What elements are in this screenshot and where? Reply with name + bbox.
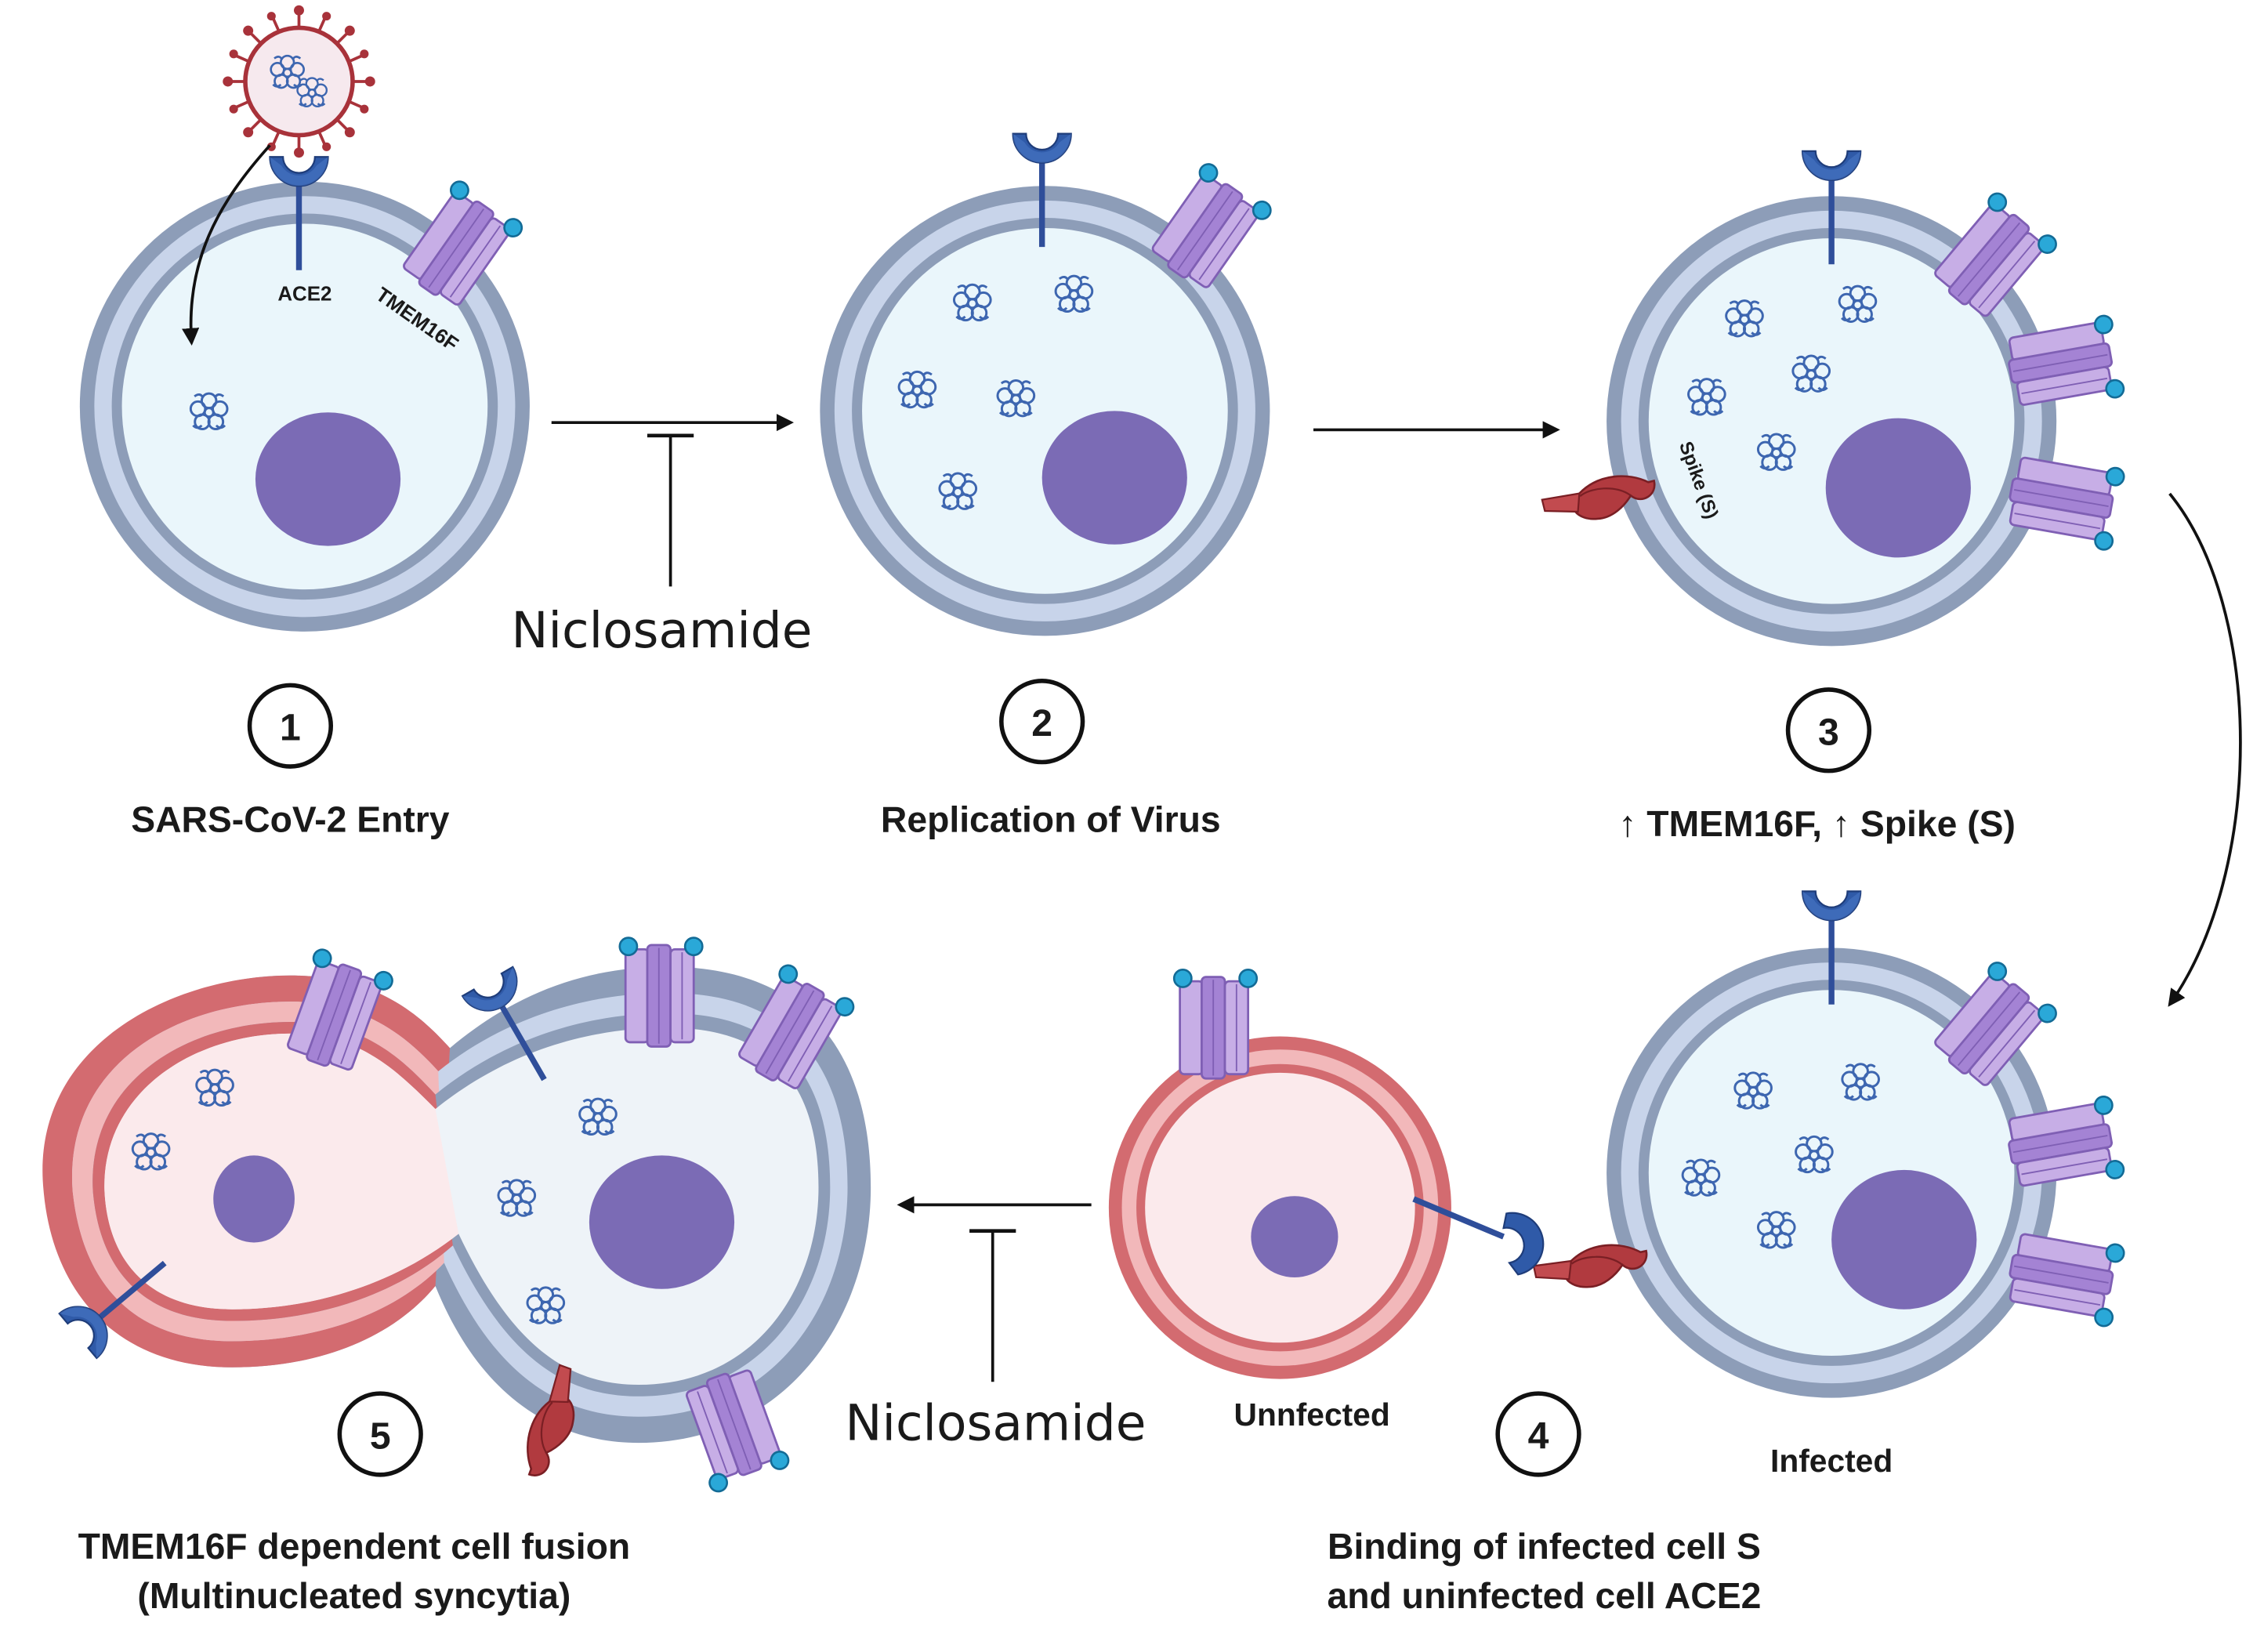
syncytium — [42, 966, 871, 1444]
step2-cell — [820, 186, 1270, 636]
step-3-marker: 3 — [1785, 687, 1872, 773]
nucleus — [213, 1155, 295, 1243]
niclosamide-bottom-label: Niclosamide — [845, 1394, 1146, 1451]
arrow-3-to-4 — [2168, 492, 2242, 1007]
nucleus — [1041, 411, 1187, 545]
svg-text:2: 2 — [1031, 702, 1052, 744]
step-5-caption-line1: TMEM16F dependent cell fusion — [78, 1526, 631, 1567]
nucleus — [1825, 418, 1971, 558]
nucleus — [255, 412, 401, 546]
svg-text:1: 1 — [280, 707, 301, 749]
step-4-marker: 4 — [1495, 1391, 1581, 1477]
entry-arrow — [182, 144, 271, 346]
step3-cell — [1607, 196, 2057, 647]
ace2-stem — [1412, 1196, 1505, 1240]
svg-text:3: 3 — [1818, 711, 1839, 753]
niclosamide-top-label: Niclosamide — [511, 602, 812, 659]
step-2-marker: 2 — [999, 679, 1085, 765]
step-5-marker: 5 — [337, 1391, 423, 1477]
step-1-marker: 1 — [247, 683, 334, 769]
infected-label: Infected — [1770, 1443, 1893, 1479]
sars-cov-2-virion — [223, 5, 375, 158]
unfected-label: Unnfected — [1234, 1397, 1390, 1433]
step-2-caption: Replication of Virus — [881, 799, 1221, 839]
step1-cell — [79, 181, 530, 632]
nucleus — [1831, 1169, 1977, 1310]
ace2-label: ACE2 — [277, 284, 331, 306]
infected-cell — [1607, 947, 2057, 1398]
step-5-caption-line2: (Multinucleated syncytia) — [137, 1575, 571, 1616]
step-3-caption: ↑ TMEM16F, ↑ Spike (S) — [1618, 803, 2016, 844]
ace2-cup — [1502, 1212, 1545, 1276]
step-4-caption-line2: and uninfected cell ACE2 — [1328, 1575, 1762, 1616]
uninfected-cell — [1108, 1036, 1451, 1379]
tmem16f-channel — [1172, 968, 1259, 1080]
nucleus — [1251, 1196, 1338, 1277]
svg-text:5: 5 — [370, 1415, 391, 1457]
step-4-caption-line1: Binding of infected cell S — [1328, 1526, 1761, 1567]
tmem16f-channel — [2002, 1226, 2127, 1329]
svg-text:4: 4 — [1528, 1415, 1549, 1457]
step-1-caption: SARS-CoV-2 Entry — [131, 799, 450, 839]
nucleus — [589, 1155, 735, 1289]
tmem16f-channel — [618, 936, 704, 1048]
